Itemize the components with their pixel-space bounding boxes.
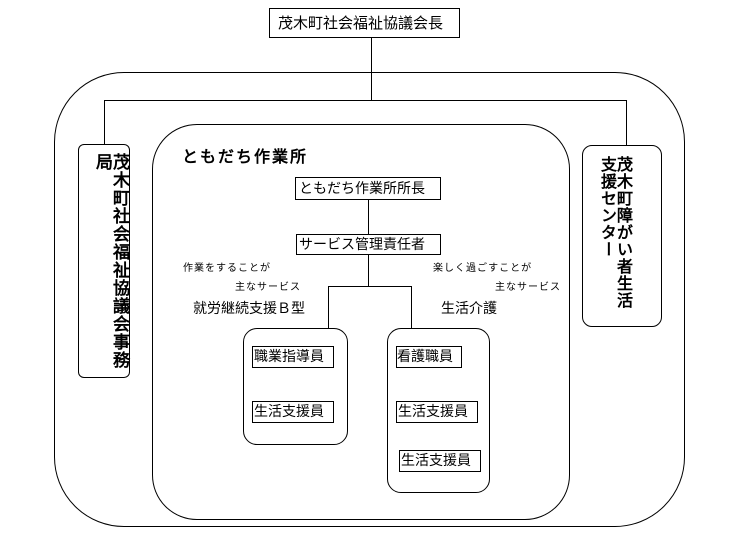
right-staff-box-3: 生活支援員: [399, 450, 481, 472]
left-staff-group: [243, 328, 348, 445]
service-manager-box: サービス管理責任者: [296, 234, 441, 255]
outer-organization-frame: [54, 72, 685, 527]
left-service-label: 就労継続支援Ｂ型: [193, 301, 305, 317]
director-box: ともだち作業所所長: [295, 177, 441, 200]
connector-branch-horizontal: [328, 286, 411, 287]
left-staff-label-1: 職業指導員: [254, 349, 324, 365]
director-label: ともだち作業所所長: [299, 181, 425, 197]
connector-manager-down: [368, 254, 369, 286]
left-staff-box-1: 職業指導員: [252, 346, 334, 368]
chairman-box: 茂木町社会福祉協議会長: [269, 8, 460, 38]
right-note-line2: 主なサービス: [495, 282, 561, 293]
right-staff-label-2: 生活支援員: [398, 404, 468, 420]
right-staff-box-2: 生活支援員: [396, 401, 478, 423]
chairman-label: 茂木町社会福祉協議会長: [278, 14, 444, 32]
support-center-box: 茂木町障がい者生活支援センター: [582, 145, 662, 327]
council-office-box: 茂木町社会福祉協議会事務局: [78, 144, 130, 378]
council-office-label: 茂木町社会福祉協議会事務局: [92, 153, 129, 369]
workplace-frame: [152, 124, 570, 520]
connector-branch-left: [328, 286, 329, 328]
connector-branch-right: [411, 286, 412, 328]
right-staff-box-1: 看護職員: [396, 346, 462, 368]
left-staff-label-2: 生活支援員: [254, 404, 324, 420]
left-note-line1: 作業をすることが: [183, 263, 271, 274]
service-manager-label: サービス管理責任者: [299, 237, 425, 253]
right-staff-label-1: 看護職員: [397, 349, 453, 365]
right-note-line1: 楽しく過ごすことが: [433, 263, 533, 274]
right-service-label: 生活介護: [441, 301, 497, 317]
connector-chairman-down: [371, 38, 372, 100]
connector-top-horizontal: [104, 100, 627, 101]
connector-director-down: [368, 200, 369, 234]
right-staff-label-3: 生活支援員: [401, 453, 471, 469]
left-note-line2: 主なサービス: [235, 282, 301, 293]
left-staff-box-2: 生活支援員: [252, 401, 334, 423]
workplace-title: ともだち作業所: [182, 147, 309, 166]
right-staff-group: [387, 328, 490, 493]
support-center-label: 茂木町障がい者生活支援センター: [598, 156, 633, 309]
